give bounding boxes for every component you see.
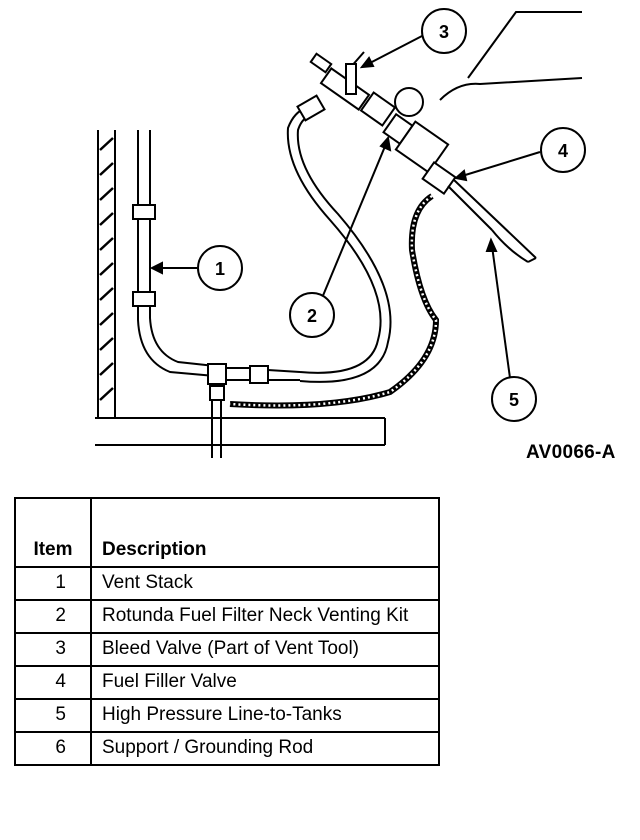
item-number: 4: [14, 665, 92, 700]
item-number: 6: [14, 731, 92, 766]
table-row: 1 Vent Stack: [14, 566, 440, 601]
item-description: Support / Grounding Rod: [90, 731, 440, 766]
item-number: 3: [14, 632, 92, 667]
venting-diagram: 1 2 3 4 5: [95, 8, 586, 458]
legend-header-row: Item Description: [14, 497, 440, 568]
item-description: Rotunda Fuel Filter Neck Venting Kit: [90, 599, 440, 634]
callout-4-label: 4: [558, 141, 568, 161]
callout-3: 3: [421, 8, 467, 54]
table-row: 5 High Pressure Line-to-Tanks: [14, 698, 440, 733]
figure-id: AV0066-A: [526, 442, 616, 463]
leader-lines: [149, 35, 541, 379]
legend-table: Item Description 1 Vent Stack 2 Rotunda …: [14, 497, 440, 766]
item-description: Fuel Filler Valve: [90, 665, 440, 700]
callout-3-label: 3: [439, 22, 449, 42]
braided-hose: [229, 193, 440, 409]
callout-5: 5: [491, 376, 537, 422]
item-description: Bleed Valve (Part of Vent Tool): [90, 632, 440, 667]
filler-valve-line: [447, 179, 537, 263]
callout-1-label: 1: [215, 259, 225, 279]
hand-outline: [439, 11, 583, 101]
callout-2: 2: [289, 292, 335, 338]
table-row: 2 Rotunda Fuel Filter Neck Venting Kit: [14, 599, 440, 634]
wall: [97, 130, 116, 418]
callout-1: 1: [197, 245, 243, 291]
header-item: Item: [14, 497, 92, 568]
table-row: 4 Fuel Filler Valve: [14, 665, 440, 700]
venting-kit-hose: [286, 94, 392, 383]
table-row: 3 Bleed Valve (Part of Vent Tool): [14, 632, 440, 667]
callout-2-label: 2: [307, 306, 317, 326]
table-row: 6 Support / Grounding Rod: [14, 731, 440, 766]
item-description: High Pressure Line-to-Tanks: [90, 698, 440, 733]
callout-4: 4: [540, 127, 586, 173]
item-number: 5: [14, 698, 92, 733]
header-description: Description: [90, 497, 440, 568]
callout-5-label: 5: [509, 390, 519, 410]
vent-stack: [132, 130, 301, 458]
item-number: 2: [14, 599, 92, 634]
item-description: Vent Stack: [90, 566, 440, 601]
item-number: 1: [14, 566, 92, 601]
floor-slab: [95, 417, 386, 446]
vent-tool: [309, 51, 457, 196]
